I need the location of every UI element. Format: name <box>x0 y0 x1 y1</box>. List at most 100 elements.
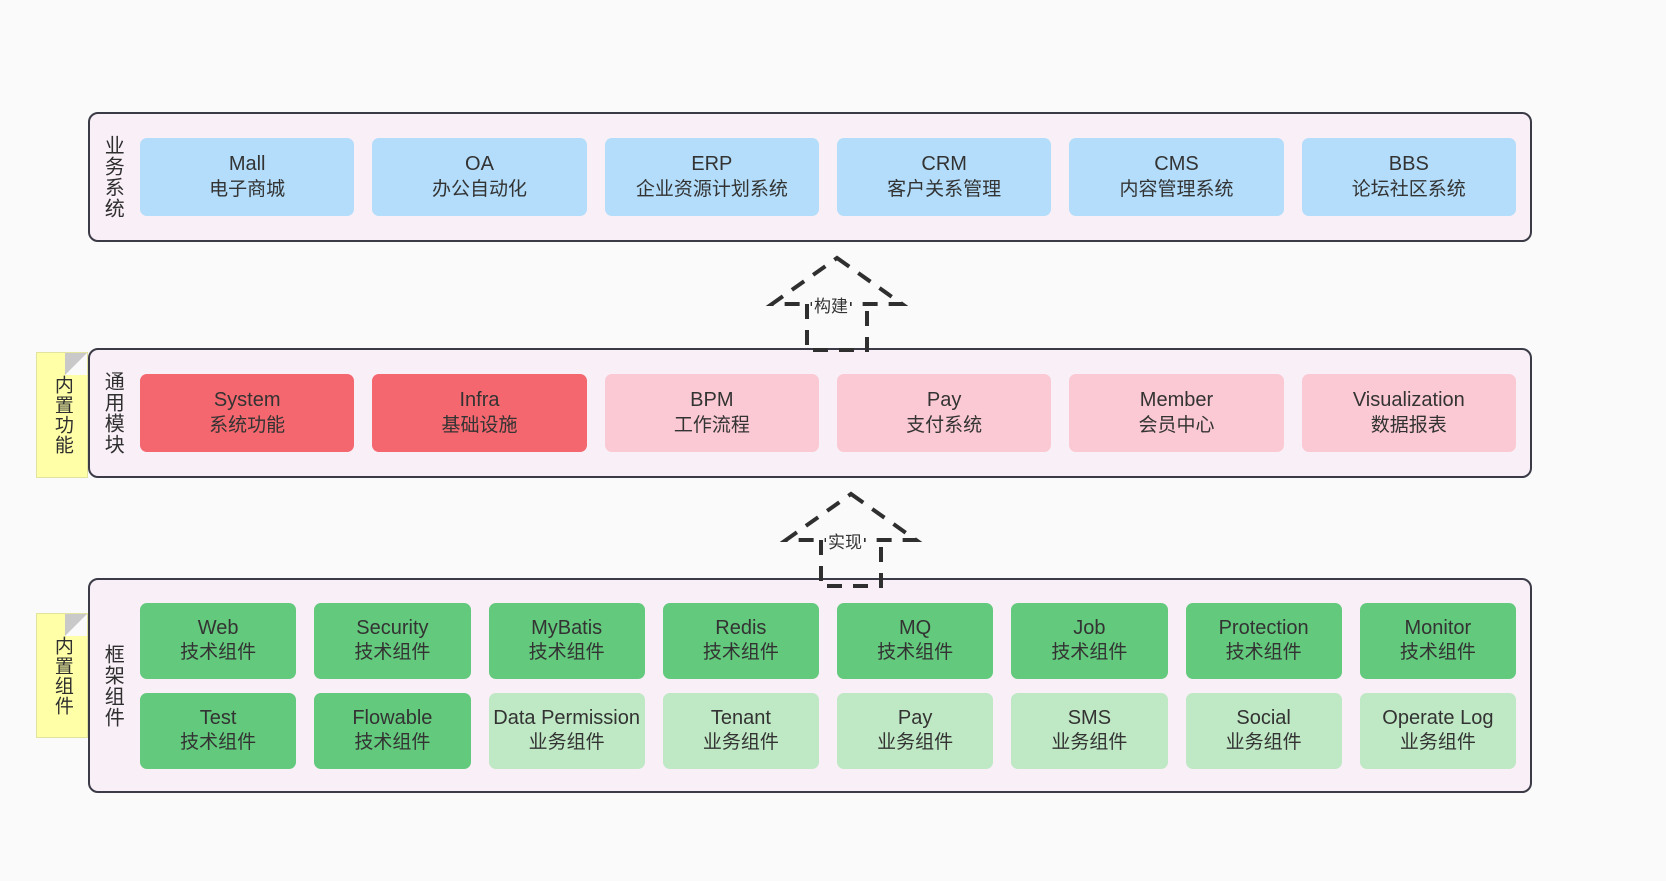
module-card-en: Flowable <box>352 706 433 729</box>
module-card-en: Pay <box>926 389 962 412</box>
module-card-pay[interactable]: Pay 支付系统 <box>836 374 1052 452</box>
module-card-mall[interactable]: Mall 电子商城 <box>140 138 355 216</box>
module-card-cn: 技术组件 <box>702 642 779 664</box>
module-card-cn: 技术组件 <box>354 732 431 754</box>
module-card-en: OA <box>465 153 494 176</box>
module-card-protection[interactable]: Protection 技术组件 <box>1185 602 1342 679</box>
module-card-cn: 业务组件 <box>702 732 779 754</box>
module-card-en: CRM <box>921 153 967 176</box>
module-card-en: Job <box>1073 616 1106 639</box>
module-card-en: BBS <box>1388 153 1429 176</box>
module-card-cn: 系统功能 <box>209 414 286 436</box>
module-card-social[interactable]: Social 业务组件 <box>1185 692 1342 769</box>
business-row: Mall 电子商城 OA 办公自动化 ERP 企业资源计划系统 CRM 客户关系… <box>140 138 1516 216</box>
layer-business-title: 业务系统 <box>101 135 124 219</box>
module-card-tenant[interactable]: Tenant 业务组件 <box>662 692 819 769</box>
layer-framework-component: 框架组件 Web 技术组件 Security 技术组件 MyBatis 技术组件… <box>88 578 1532 793</box>
module-card-mybatis[interactable]: MyBatis 技术组件 <box>488 602 645 679</box>
sticky-note-builtin-function: 内置功能 <box>36 352 88 478</box>
layer-framework-title: 框架组件 <box>101 643 124 728</box>
module-card-cms[interactable]: CMS 内容管理系统 <box>1069 138 1284 216</box>
module-card-security[interactable]: Security 技术组件 <box>314 602 471 679</box>
module-card-operate-log[interactable]: Operate Log 业务组件 <box>1359 692 1516 769</box>
connector-implement-label: 实现 <box>826 528 864 553</box>
module-card-en: BPM <box>690 389 734 412</box>
module-card-cn: 技术组件 <box>877 642 954 664</box>
module-card-erp[interactable]: ERP 企业资源计划系统 <box>604 138 819 216</box>
module-card-bbs[interactable]: BBS 论坛社区系统 <box>1301 138 1516 216</box>
module-card-system[interactable]: System 系统功能 <box>140 374 355 452</box>
module-card-en: Social <box>1236 706 1291 729</box>
module-card-en: Operate Log <box>1382 706 1494 729</box>
module-card-monitor[interactable]: Monitor 技术组件 <box>1359 602 1516 679</box>
module-card-cn: 办公自动化 <box>431 178 527 200</box>
module-card-cn: 基础设施 <box>441 414 518 436</box>
module-card-mq[interactable]: MQ 技术组件 <box>837 602 994 679</box>
module-card-web[interactable]: Web 技术组件 <box>140 602 297 679</box>
module-card-visualization[interactable]: Visualization 数据报表 <box>1301 374 1516 452</box>
module-card-cn: 业务组件 <box>1399 732 1476 754</box>
module-card-cn: 业务组件 <box>1051 732 1128 754</box>
module-card-cn: 技术组件 <box>1399 642 1476 664</box>
sticky-note-builtin-component: 内置组件 <box>36 613 88 738</box>
module-card-cn: 业务组件 <box>528 732 605 754</box>
layer-common-title: 通用模块 <box>101 371 124 455</box>
module-card-redis[interactable]: Redis 技术组件 <box>662 602 819 679</box>
module-card-en: Test <box>199 706 237 729</box>
module-card-pay-business[interactable]: Pay 业务组件 <box>837 692 994 769</box>
connector-implement: 实现 <box>766 488 936 588</box>
module-card-cn: 支付系统 <box>906 414 983 436</box>
connector-build-label: 构建 <box>812 292 850 317</box>
module-card-cn: 业务组件 <box>1225 732 1302 754</box>
module-card-oa[interactable]: OA 办公自动化 <box>372 138 587 216</box>
module-card-en: Visualization <box>1352 389 1465 412</box>
sticky-note-label: 内置功能 <box>51 375 73 455</box>
framework-row-technical: Web 技术组件 Security 技术组件 MyBatis 技术组件 Redi… <box>140 602 1516 679</box>
layer-business-body: Mall 电子商城 OA 办公自动化 ERP 企业资源计划系统 CRM 客户关系… <box>134 114 1530 240</box>
module-card-en: Mall <box>228 153 266 176</box>
module-card-flowable[interactable]: Flowable 技术组件 <box>314 692 471 769</box>
module-card-en: Redis <box>715 616 767 639</box>
module-card-cn: 数据报表 <box>1370 414 1447 436</box>
module-card-job[interactable]: Job 技术组件 <box>1011 602 1168 679</box>
module-card-cn: 内容管理系统 <box>1119 178 1234 200</box>
module-card-cn: 论坛社区系统 <box>1351 178 1466 200</box>
module-card-sms[interactable]: SMS 业务组件 <box>1011 692 1168 769</box>
module-card-en: Web <box>197 616 239 639</box>
module-card-cn: 技术组件 <box>180 732 257 754</box>
module-card-data-permission[interactable]: Data Permission 业务组件 <box>488 692 645 769</box>
module-card-cn: 技术组件 <box>180 642 257 664</box>
module-card-en: Tenant <box>710 706 771 729</box>
common-row: System 系统功能 Infra 基础设施 BPM 工作流程 Pay 支付系统… <box>140 374 1516 452</box>
module-card-crm[interactable]: CRM 客户关系管理 <box>836 138 1052 216</box>
layer-framework-body: Web 技术组件 Security 技术组件 MyBatis 技术组件 Redi… <box>134 580 1530 791</box>
module-card-infra[interactable]: Infra 基础设施 <box>372 374 587 452</box>
layer-business-system: 业务系统 Mall 电子商城 OA 办公自动化 ERP 企业资源计划系统 CRM… <box>88 112 1532 242</box>
module-card-en: MQ <box>899 616 932 639</box>
module-card-en: System <box>213 389 281 412</box>
module-card-cn: 电子商城 <box>209 178 286 200</box>
module-card-en: Infra <box>459 389 500 412</box>
module-card-cn: 技术组件 <box>1225 642 1302 664</box>
module-card-en: MyBatis <box>531 616 603 639</box>
module-card-cn: 技术组件 <box>528 642 605 664</box>
module-card-en: Monitor <box>1404 616 1472 639</box>
sticky-note-label: 内置组件 <box>51 635 73 716</box>
module-card-cn: 会员中心 <box>1138 414 1215 436</box>
module-card-test[interactable]: Test 技术组件 <box>140 692 297 769</box>
module-card-bpm[interactable]: BPM 工作流程 <box>604 374 819 452</box>
module-card-cn: 业务组件 <box>877 732 954 754</box>
layer-common-module: 通用模块 System 系统功能 Infra 基础设施 BPM 工作流程 Pay… <box>88 348 1532 478</box>
module-card-en: Protection <box>1218 616 1309 639</box>
module-card-en: CMS <box>1154 153 1199 176</box>
module-card-member[interactable]: Member 会员中心 <box>1069 374 1284 452</box>
module-card-cn: 工作流程 <box>673 414 750 436</box>
module-card-en: Member <box>1139 389 1214 412</box>
connector-build: 构建 <box>752 252 922 352</box>
module-card-cn: 客户关系管理 <box>887 178 1002 200</box>
module-card-cn: 技术组件 <box>354 642 431 664</box>
framework-row-business: Test 技术组件 Flowable 技术组件 Data Permission … <box>140 692 1516 769</box>
module-card-en: Pay <box>897 706 933 729</box>
module-card-en: SMS <box>1067 706 1112 729</box>
module-card-en: Data Permission <box>493 706 640 729</box>
